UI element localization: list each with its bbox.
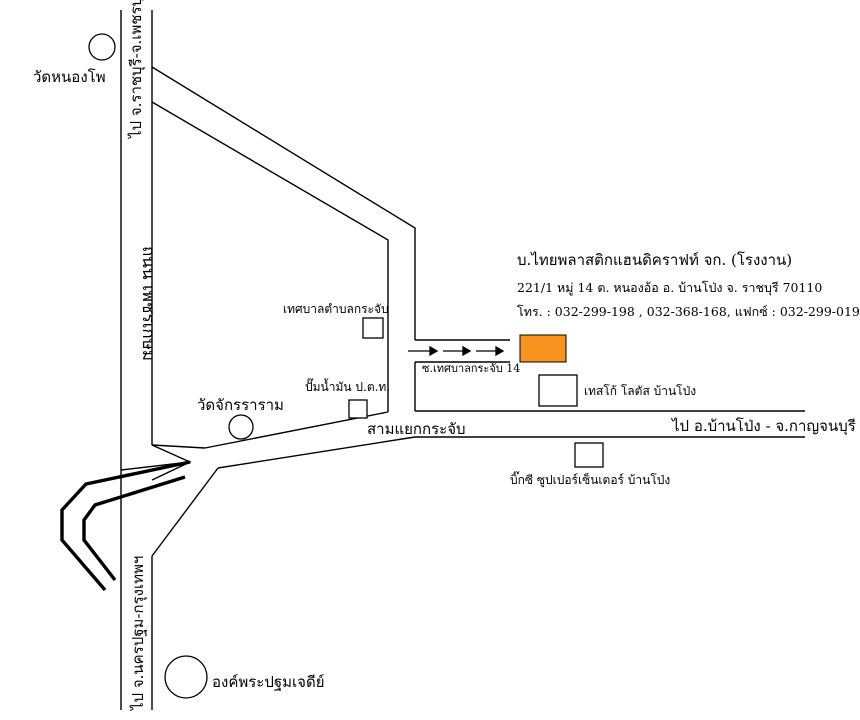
company-name: บ.ไทยพลาสติกแฮนดิคราฟท์ จก. (โรงงาน) [517,251,792,269]
label-to-banpong: ไป อ.บ้านโป่ง - จ.กาญจนบุรี [671,417,856,436]
label-bigc: บิ๊กซี ซูปเปอร์เซ็นเตอร์ บ้านโป่ง [510,471,670,488]
label-wat-chak: วัดจักรราราม [197,396,284,414]
pathom-chedi-marker [164,655,208,699]
junction-road-lower [217,436,416,469]
label-tesco: เทสโก้ โลตัส บ้านโป่ง [584,384,696,398]
label-municipality: เทศบาลตำบลกระจับ [283,302,389,316]
company-contact: โทร. : 032-299-198 , 032-368-168, แฟกซ์ … [517,304,860,319]
diagonal-road-inner [151,101,389,412]
label-ptt: ปั๊มน้ำมัน ป.ต.ท. [305,378,390,394]
factory-marker [519,334,567,363]
overpass-loop-inner [82,475,186,582]
label-petchkasem: ถนน เพชรเกษม [138,246,158,361]
tesco-marker [538,374,578,407]
label-to-petchaburi: ไป จ.ราชบุรี-จ.เพชรบุรี [127,0,146,139]
direction-arrows [408,345,505,357]
inner-road-bottom [151,444,206,449]
label-soi: ซ.เทศบาลกระจับ 14 [422,362,520,375]
ptt-marker [348,399,368,419]
diagonal-road-outer [151,66,416,340]
wat-chak-marker [228,414,254,440]
wat-nong-pho-marker [88,33,116,61]
bigc-marker [574,442,604,468]
overpass-loop-outer [60,460,191,592]
label-wat-nong-pho: วัดหนองโพ [33,68,106,86]
label-to-bangkok: ไป จ.นครปฐม-กรุงเทพฯ [129,556,148,711]
label-intersection: สามแยกกระจับ [367,420,466,438]
municipality-marker [362,317,384,339]
company-address: 221/1 หมู่ 14 ต. หนองอ้อ อ. บ้านโป่ง จ. … [517,280,822,296]
slip-road-inner [151,467,219,557]
label-pathom: องค์พระปฐมเจดีย์ [212,673,325,691]
